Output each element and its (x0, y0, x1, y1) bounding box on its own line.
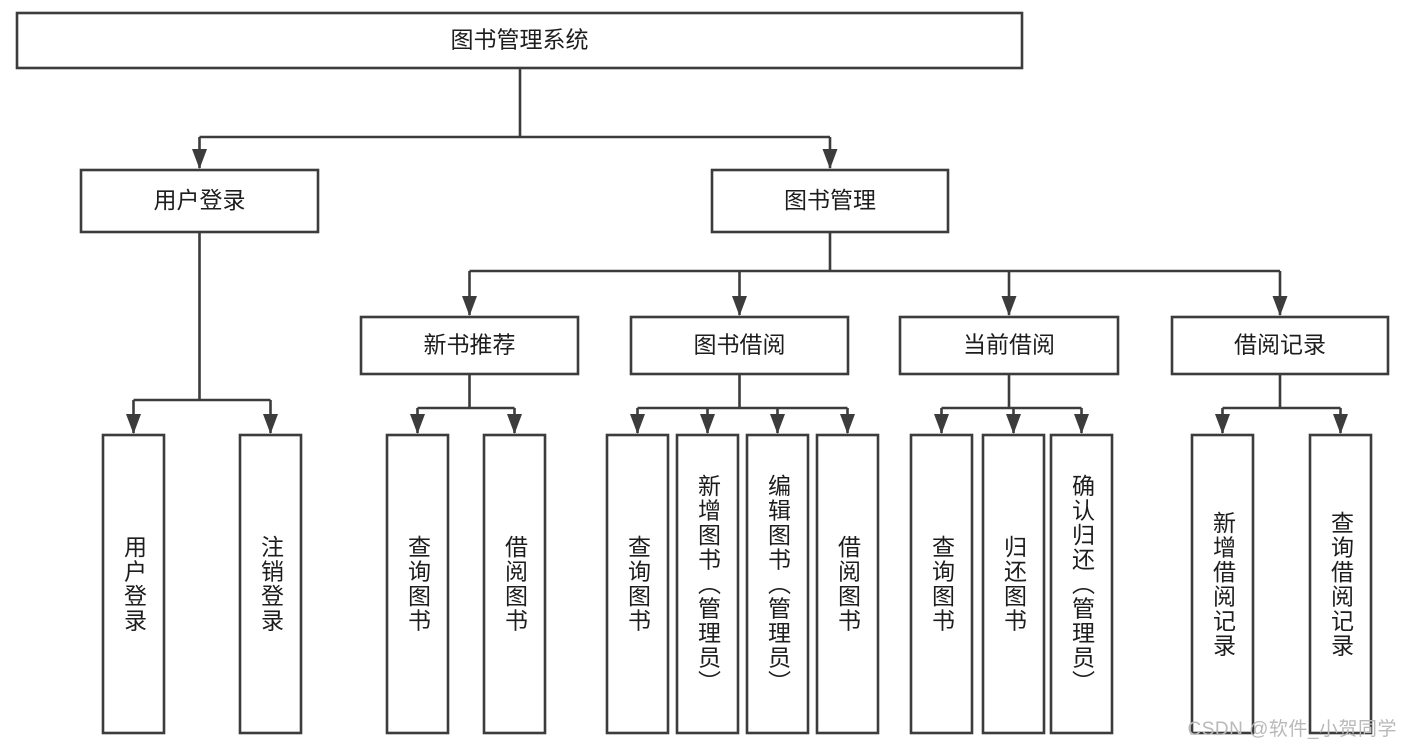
node-box-leaf-borrow-book-2[interactable] (815, 433, 880, 735)
node-box-leaf-query-record[interactable] (1308, 433, 1373, 735)
node-box-leaf-add-book[interactable] (675, 433, 740, 735)
node-label-borrow-records: 借阅记录 (1234, 332, 1326, 358)
node-box-leaf-add-record[interactable] (1190, 433, 1255, 735)
arrow-head-icon (630, 414, 645, 434)
node-label-user-login: 用户登录 (154, 187, 246, 213)
arrow-head-icon (507, 414, 522, 434)
node-label-book-borrow: 图书借阅 (694, 332, 786, 358)
node-box-leaf-confirm-return[interactable] (1049, 433, 1114, 735)
arrow-head-icon (410, 414, 425, 434)
node-box-borrow-records[interactable] (1170, 315, 1390, 376)
connector-lines-group (126, 68, 1348, 434)
node-box-user-login[interactable] (79, 168, 320, 234)
arrow-head-icon (934, 414, 949, 434)
node-box-root[interactable] (15, 11, 1024, 70)
node-label-book-manage: 图书管理 (784, 187, 876, 213)
arrow-head-icon (1001, 296, 1017, 316)
arrow-head-icon (263, 414, 278, 434)
node-box-book-borrow[interactable] (629, 315, 850, 376)
node-box-new-book-rec[interactable] (359, 315, 580, 376)
node-box-leaf-borrow-book-1[interactable] (482, 433, 547, 735)
arrow-head-icon (770, 414, 785, 434)
node-label-new-book-rec: 新书推荐 (424, 332, 516, 358)
node-boxes-group (15, 11, 1390, 735)
arrow-head-icon (700, 414, 715, 434)
arrow-head-icon (462, 296, 477, 316)
arrow-head-icon (1272, 296, 1288, 316)
node-box-leaf-logout[interactable] (238, 433, 303, 735)
arrow-head-icon (732, 296, 747, 316)
node-box-leaf-query-book-3[interactable] (909, 433, 974, 735)
node-box-leaf-user-login[interactable] (101, 433, 166, 735)
arrow-head-icon (1215, 414, 1230, 434)
arrow-head-icon (822, 149, 838, 169)
node-box-leaf-edit-book[interactable] (745, 433, 810, 735)
arrow-head-icon (840, 414, 855, 434)
arrow-head-icon (1074, 414, 1089, 434)
arrow-head-icon (1333, 414, 1348, 434)
node-box-leaf-query-book-1[interactable] (385, 433, 450, 735)
node-box-leaf-query-book-2[interactable] (605, 433, 670, 735)
arrow-head-icon (126, 414, 141, 434)
watermark-text: CSDN @软件_小贺同学 (1187, 719, 1397, 740)
node-box-leaf-return-book[interactable] (981, 433, 1046, 735)
arrow-head-icon (1006, 414, 1021, 434)
node-label-root: 图书管理系统 (451, 27, 589, 53)
node-box-current-borrow[interactable] (898, 315, 1120, 376)
node-box-book-manage[interactable] (710, 168, 950, 234)
arrow-head-icon (192, 149, 207, 169)
node-label-current-borrow: 当前借阅 (963, 332, 1055, 358)
